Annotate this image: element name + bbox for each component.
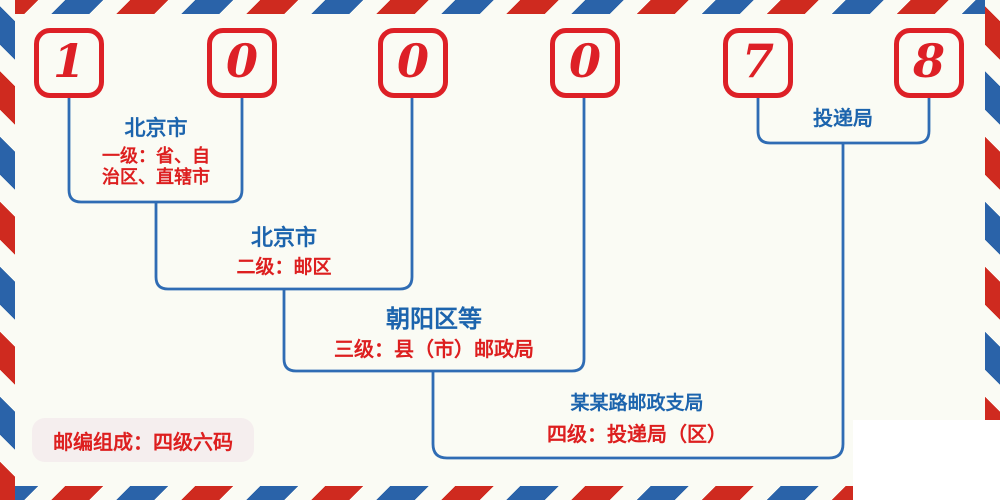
digit-box-3: 0 (378, 28, 448, 98)
digit-1: 1 (52, 34, 85, 88)
level2-title: 北京市 (250, 226, 318, 251)
digit-box-4: 0 (550, 28, 620, 98)
digit-5: 7 (741, 34, 774, 88)
level1-title: 北京市 (124, 116, 188, 140)
level4-subtitle: 四级：投递局（区） (547, 422, 727, 446)
digit-2: 0 (225, 34, 258, 88)
bracket-level4 (431, 143, 845, 460)
border-stripe-bottom (0, 486, 1000, 500)
digit-box-5: 7 (723, 28, 793, 98)
digit-box-2: 0 (207, 28, 277, 98)
bracket-delivery (756, 97, 931, 145)
border-stripe-top (0, 0, 1000, 14)
digit-6: 8 (912, 34, 945, 88)
level1-subtitle: 一级：省、自 治区、直辖市 (102, 146, 210, 188)
level4-title: 某某路邮政支局 (570, 392, 704, 414)
digit-3: 0 (396, 34, 429, 88)
legend-text: 邮编组成：四级六码 (53, 429, 233, 454)
border-stripe-left (0, 0, 15, 500)
digit-4: 0 (568, 34, 601, 88)
level2-subtitle: 二级：邮区 (236, 256, 332, 278)
legend-badge: 邮编组成：四级六码 (32, 418, 254, 462)
delivery-title: 投递局 (813, 106, 873, 130)
digit-box-6: 8 (894, 28, 964, 98)
digit-box-1: 1 (34, 28, 104, 98)
level3-subtitle: 三级：县（市）邮政局 (334, 337, 534, 361)
corner-white-patch (853, 420, 1000, 500)
border-stripe-right (985, 0, 1000, 500)
level3-title: 朝阳区等 (386, 305, 482, 333)
